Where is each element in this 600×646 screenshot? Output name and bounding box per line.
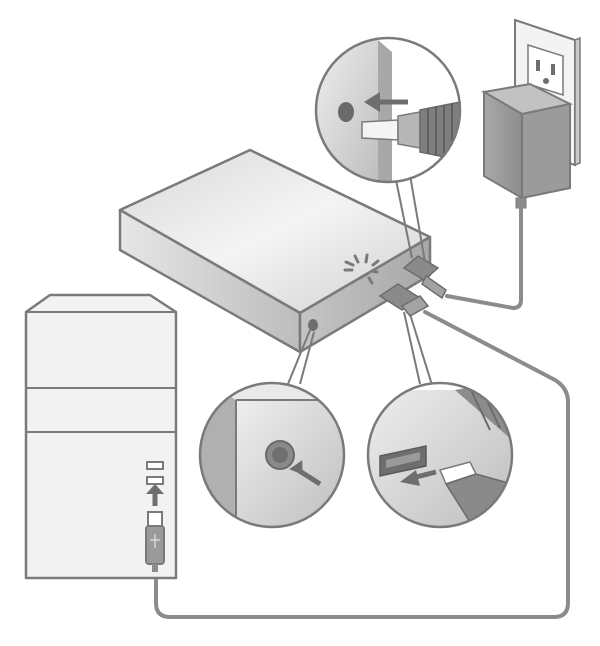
usb-port-computer-2 [146,476,164,485]
power-button-detail [198,381,346,529]
insert-usb-arrow-icon [400,470,420,486]
power-jack-detail [314,36,462,184]
insert-arrow-icon [146,484,164,494]
usb-cable [154,310,570,619]
computer-tower [24,293,178,580]
usb-plug-computer [145,511,165,572]
power-button [308,319,318,331]
external-hard-drive [118,148,447,354]
power-adapter [481,82,574,209]
usb-port-computer [146,461,164,470]
activity-light-burst [343,253,380,285]
power-cable [445,205,523,311]
power-plug [402,255,447,300]
press-button-arrow-icon [289,460,303,475]
insert-power-arrow-icon [364,92,380,112]
callout-leaders [287,174,433,386]
usb-plug-drive [378,283,430,317]
usb-port-detail [366,381,514,529]
